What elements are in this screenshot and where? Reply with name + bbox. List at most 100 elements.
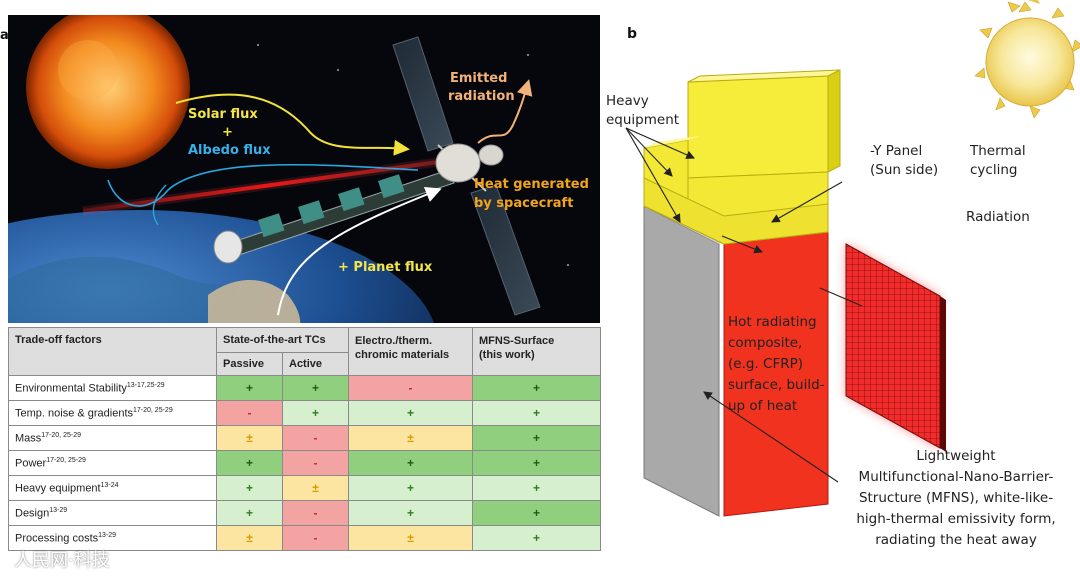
mark-cell-mfns: + — [472, 525, 602, 551]
mark-cell-active: ± — [281, 475, 350, 501]
hot-line1: Hot radiating — [728, 314, 817, 330]
header-mfns-line2: (this work) — [479, 349, 535, 361]
mfns-line5: radiating the heat away — [875, 532, 1037, 548]
solar-flux-label: Solar flux — [188, 107, 258, 122]
mfns-label: Lightweight Multifunctional-Nano-Barrier… — [836, 446, 1076, 551]
mark-cell-passive: - — [216, 400, 283, 426]
hot-line5: up of heat — [728, 398, 798, 414]
mark-cell-active: - — [281, 450, 350, 476]
panel-a-label: a — [0, 28, 9, 43]
emitted-label: Emitted — [450, 71, 508, 86]
factor-name: Temp. noise & gradients — [15, 407, 134, 420]
header-mfns-surface: MFNS-Surface (this work) — [472, 327, 602, 376]
mfns-line3: Structure (MFNS), white-like- — [858, 490, 1054, 506]
heat-generated-label: Heat generated — [474, 177, 589, 192]
hot-line3: (e.g. CFRP) — [728, 356, 803, 372]
mfns-grid-panel — [845, 243, 941, 449]
factor-name: Power — [15, 457, 47, 470]
y-panel-line1: -Y Panel — [870, 143, 923, 159]
albedo-flux-label: Albedo flux — [188, 143, 271, 158]
factor-name: Mass — [15, 432, 42, 445]
mark-cell-electro: ± — [348, 525, 474, 551]
thermal-line1: Thermal — [970, 143, 1026, 159]
header-passive: Passive — [216, 352, 283, 376]
mark-cell-active: + — [281, 375, 350, 401]
header-electro-line2: chromic materials — [355, 349, 450, 361]
thermal-cycling-label: Thermal cycling — [970, 142, 1026, 180]
plus-label: + — [222, 125, 233, 140]
mark-cell-electro: + — [348, 400, 474, 426]
mark-cell-electro: + — [348, 475, 474, 501]
factor-ref: 13-17,25-29 — [126, 381, 165, 389]
space-illustration — [8, 15, 600, 323]
factor-ref: 13-29 — [49, 506, 68, 514]
heavy-equipment-label: Heavy equipment — [606, 92, 679, 130]
factor-cell: Environmental Stability13-17,25-29 — [8, 375, 217, 401]
panel-b-label: b — [627, 26, 638, 42]
factor-ref: 13-29 — [98, 531, 117, 539]
factor-name: Heavy equipment — [15, 482, 101, 495]
table-row: Heavy equipment13-24 + ± + + — [8, 475, 602, 501]
factor-name: Environmental Stability — [15, 382, 127, 395]
table-row: Design13-29 + - + + — [8, 500, 602, 526]
factor-name: Design — [15, 507, 50, 520]
mark-cell-passive: ± — [216, 525, 283, 551]
factor-ref: 13-24 — [100, 481, 119, 489]
space-scene: Solar flux + Albedo flux Emitted radiati… — [8, 15, 600, 323]
mark-cell-active: + — [281, 400, 350, 426]
mark-cell-active: - — [281, 500, 350, 526]
table-row: Power17-20, 25-29 + - + + — [8, 450, 602, 476]
factor-cell: Heavy equipment13-24 — [8, 475, 217, 501]
radiation-label: radiation — [448, 89, 515, 104]
trade-off-table: Trade-off factors State-of-the-art TCs E… — [8, 327, 602, 551]
sun-graphic — [26, 15, 190, 169]
heavy-line2: equipment — [606, 112, 680, 128]
planet-flux-label: + Planet flux — [338, 260, 433, 275]
mark-cell-passive: ± — [216, 425, 283, 451]
grey-side-block — [643, 205, 720, 517]
sun-icon — [974, 0, 1080, 119]
factor-cell: Power17-20, 25-29 — [8, 450, 217, 476]
header-mfns-line1: MFNS-Surface — [479, 335, 555, 347]
mark-cell-active: - — [281, 525, 350, 551]
mark-cell-passive: + — [216, 375, 283, 401]
mark-cell-mfns: + — [472, 425, 602, 451]
factor-cell: Design13-29 — [8, 500, 217, 526]
mfns-line1: Lightweight — [916, 448, 996, 464]
table-row: Processing costs13-29 ± - ± + — [8, 525, 602, 551]
factor-name: Processing costs — [15, 532, 99, 545]
header-trade-off-factors: Trade-off factors — [8, 327, 217, 376]
watermark: 人民网·科技 — [14, 550, 110, 571]
hot-line4: surface, build- — [728, 377, 825, 393]
mark-cell-electro: + — [348, 450, 474, 476]
y-panel-label: -Y Panel (Sun side) — [870, 142, 938, 180]
heavy-line1: Heavy — [606, 93, 649, 109]
mark-cell-mfns: + — [472, 375, 602, 401]
header-state-of-the-art: State-of-the-art TCs — [215, 327, 350, 353]
mfns-line4: high-thermal emissivity form, — [856, 511, 1056, 527]
hot-line2: composite, — [728, 335, 803, 351]
mark-cell-mfns: + — [472, 500, 602, 526]
thermal-line2: cycling — [970, 162, 1018, 178]
factor-ref: 17-20, 25-29 — [133, 406, 173, 414]
factor-cell: Temp. noise & gradients17-20, 25-29 — [8, 400, 217, 426]
mark-cell-passive: + — [216, 500, 283, 526]
table-row: Mass17-20, 25-29 ± - ± + — [8, 425, 602, 451]
table-row: Temp. noise & gradients17-20, 25-29 - + … — [8, 400, 602, 426]
mark-cell-mfns: + — [472, 475, 602, 501]
hot-radiating-label: Hot radiating composite, (e.g. CFRP) sur… — [728, 312, 825, 417]
y-panel-line2: (Sun side) — [870, 162, 939, 178]
header-electro-line1: Electro./therm. — [355, 335, 433, 347]
mfns-line2: Multifunctional-Nano-Barrier- — [858, 469, 1054, 485]
factor-ref: 17-20, 25-29 — [41, 431, 81, 439]
factor-ref: 17-20, 25-29 — [46, 456, 86, 464]
header-electro-chromic: Electro./therm. chromic materials — [348, 327, 474, 376]
table-row: Environmental Stability13-17,25-29 + + -… — [8, 375, 602, 401]
radiation-label-b: Radiation — [966, 209, 1030, 225]
mark-cell-mfns: + — [472, 450, 602, 476]
by-spacecraft-label: by spacecraft — [474, 196, 574, 211]
mark-cell-passive: + — [216, 475, 283, 501]
mark-cell-electro: ± — [348, 425, 474, 451]
factor-cell: Processing costs13-29 — [8, 525, 217, 551]
